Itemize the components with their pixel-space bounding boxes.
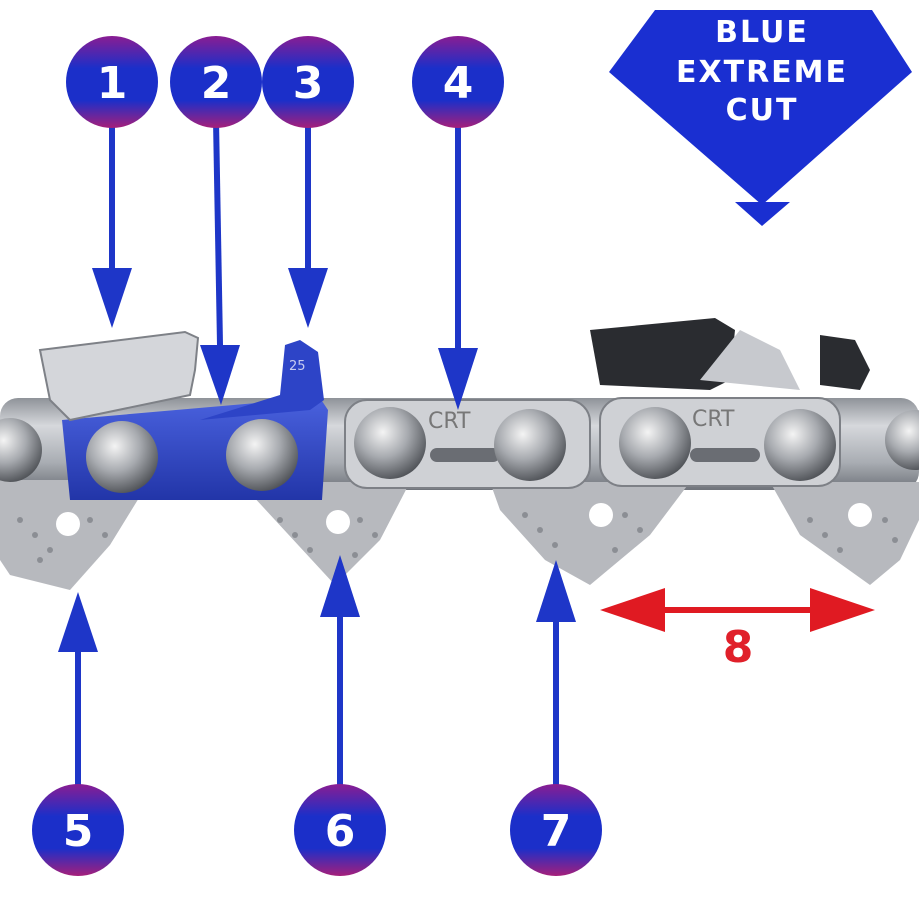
callout-4: 4 — [412, 36, 504, 128]
rivet — [226, 419, 298, 491]
callout-3: 3 — [262, 36, 354, 128]
stamp-gauge: 25 — [289, 359, 306, 374]
cutting-edge — [38, 330, 200, 422]
callout-number: 7 — [541, 806, 572, 857]
drive-link — [770, 482, 919, 585]
arrow-1 — [92, 120, 132, 328]
rivet — [619, 407, 691, 479]
callout-number: 3 — [293, 58, 324, 109]
arrow-2 — [200, 119, 240, 405]
stamp-crt: CRT — [428, 409, 471, 434]
brand-diamond-fill — [609, 10, 912, 205]
drive-link-hole — [56, 512, 80, 536]
brand-line-3: CUT — [726, 93, 799, 128]
callout-number: 1 — [97, 58, 128, 109]
saw-chain: CRT CRT 25 — [0, 318, 919, 590]
callout-1: 1 — [66, 36, 158, 128]
callout-arrows — [58, 119, 576, 795]
arrow-7 — [536, 560, 576, 795]
blue-cutter-tooth — [200, 340, 324, 420]
link-groove — [430, 448, 500, 462]
callout-number: 2 — [201, 58, 232, 109]
callout-number: 5 — [63, 806, 94, 857]
drive-link-hole — [848, 503, 872, 527]
dimension-arrowhead-right — [810, 588, 875, 632]
rivet — [764, 409, 836, 481]
callout-5: 5 — [32, 784, 124, 876]
drive-link-hole — [589, 503, 613, 527]
dark-cutter-edge — [820, 335, 870, 390]
callout-badges: 1 2 3 4 5 6 7 — [32, 36, 602, 876]
callout-2: 2 — [170, 36, 262, 128]
drive-link — [0, 480, 150, 590]
rivet — [885, 410, 919, 470]
drive-link-hole — [326, 510, 350, 534]
link-groove — [690, 448, 760, 462]
drive-link-dimples — [17, 512, 898, 563]
steel-cutter — [700, 330, 800, 390]
rivet — [494, 409, 566, 481]
drive-link — [240, 482, 410, 585]
arrow-3 — [288, 120, 328, 328]
callout-6: 6 — [294, 784, 386, 876]
callout-7: 7 — [510, 784, 602, 876]
drive-link — [490, 482, 690, 585]
rivet — [86, 421, 158, 493]
brand-diamond-tip — [735, 202, 790, 226]
rivet — [0, 418, 42, 482]
dimension-arrowhead-left — [600, 588, 665, 632]
pitch-dimension: 8 — [600, 588, 875, 673]
dimension-label: 8 — [723, 622, 754, 673]
brand-line-2: EXTREME — [676, 55, 848, 90]
brand-line-1: BLUE — [715, 15, 809, 50]
callout-number: 4 — [443, 58, 474, 109]
callout-number: 6 — [325, 806, 356, 857]
arrow-4 — [438, 120, 478, 410]
arrow-6 — [320, 555, 360, 795]
dark-cutter-edge — [590, 318, 735, 390]
arrow-5 — [58, 592, 98, 795]
brand-badge: BLUE EXTREME CUT — [602, 5, 919, 226]
stamp-crt: CRT — [692, 407, 735, 432]
rivet — [354, 407, 426, 479]
